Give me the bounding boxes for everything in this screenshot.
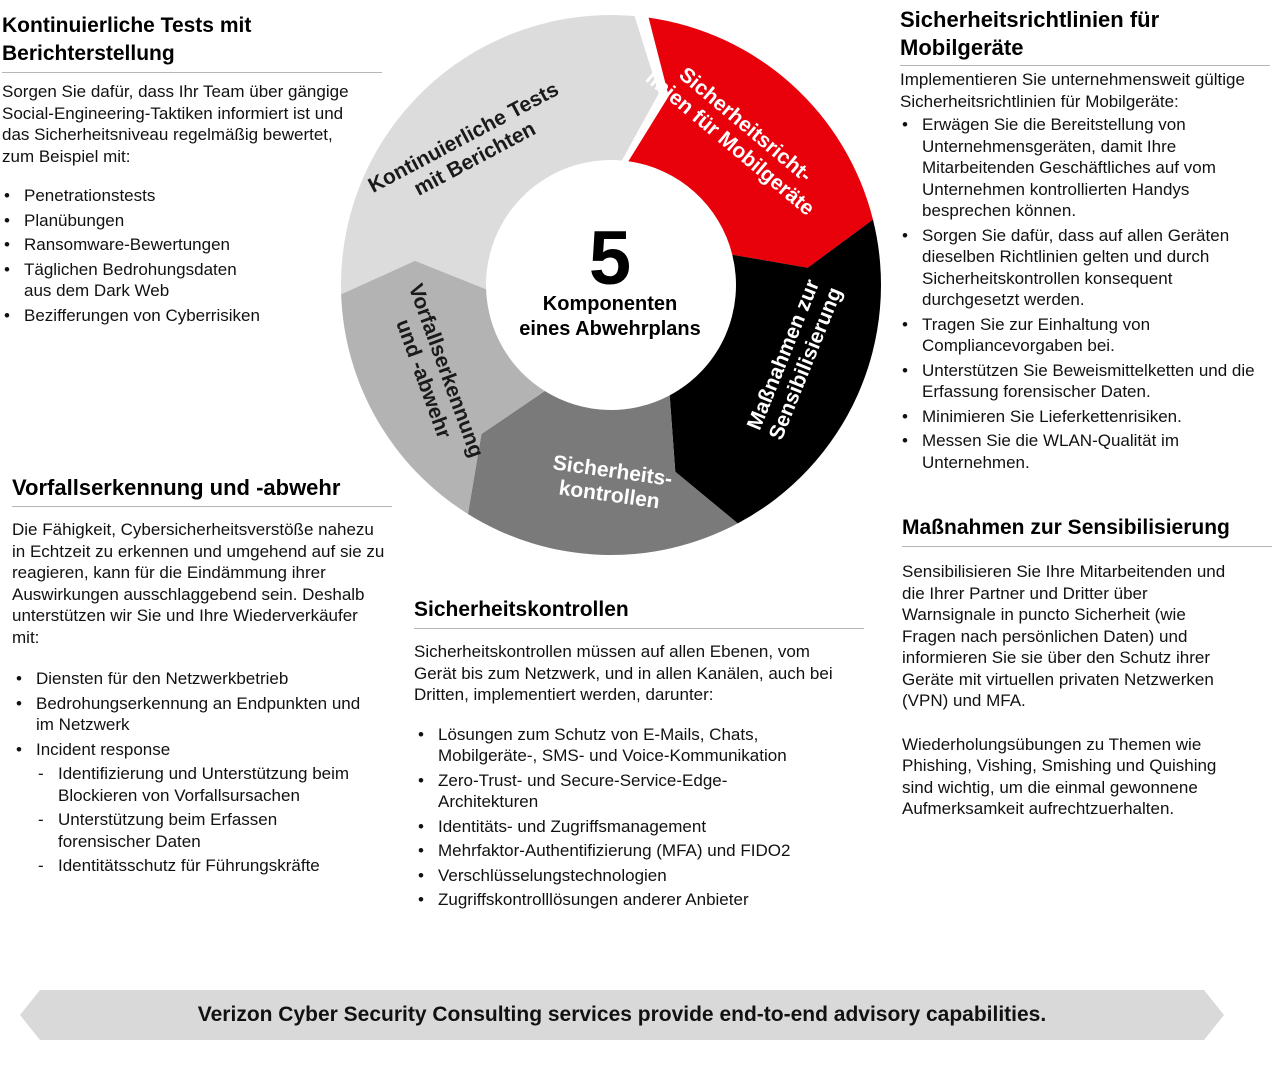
section-intro: Sicherheitskontrollen müssen auf allen E…: [414, 642, 833, 704]
section-title: Vorfallserkennung und -abwehr: [12, 475, 341, 500]
cycle-segment-aware: [669, 219, 882, 524]
center-label-line2: eines Abwehrplans: [519, 318, 701, 340]
list-subitem: Identifizierung und Unterstützung beim B…: [14, 763, 388, 806]
bottom-banner: Verizon Cyber Security Consulting servic…: [20, 990, 1224, 1040]
list-item: Minimieren Sie Lieferkettenrisiken.: [900, 406, 1270, 428]
section-mobile-security: Sicherheitsrichtlinien für Mobilgeräte I…: [900, 6, 1270, 476]
controls-list: Lösungen zum Schutz von E-Mails, Chats, …: [414, 724, 864, 911]
list-item: Incident response: [14, 739, 392, 761]
cycle-segment-controls: [467, 391, 738, 555]
divider: [902, 546, 1272, 547]
section-security-controls: Sicherheitskontrollen Sicherheitskontrol…: [414, 596, 864, 914]
list-item: Verschlüsselungstechnologien: [416, 865, 864, 887]
list-item: Zugriffskontrolllösungen anderer Anbiete…: [416, 889, 864, 911]
center-label-line1: Komponenten: [543, 293, 677, 315]
section-intro: Sorgen Sie dafür, dass Ihr Team über gän…: [2, 82, 349, 166]
list-item: Täglichen Bedrohungsdaten aus dem Dark W…: [2, 259, 264, 302]
section-title: Sicherheitskontrollen: [414, 598, 629, 621]
list-item: Bedrohungserkennung an Endpunkten und im…: [14, 693, 376, 736]
list-item: Sorgen Sie dafür, dass auf allen Geräten…: [900, 225, 1252, 311]
list-item: Ransomware-Bewertungen: [2, 234, 382, 256]
section-title: Maßnahmen zur Sensibilisierung: [902, 516, 1230, 539]
section-awareness: Maßnahmen zur Sensibilisierung Sensibili…: [902, 514, 1272, 820]
list-item: Mehrfaktor-Authentifizierung (MFA) und F…: [416, 840, 864, 862]
list-item: Identitäts- und Zugriffsmanagement: [416, 816, 864, 838]
section-title: Sicherheitsrichtlinien für Mobilgeräte: [900, 7, 1160, 60]
section-paragraph-1: Sensibilisieren Sie Ihre Mitarbeitenden …: [902, 562, 1226, 710]
list-subitem: Unterstützung beim Erfassen forensischer…: [14, 809, 318, 852]
section-intro: Die Fähigkeit, Cybersicherheitsverstöße …: [12, 520, 385, 647]
banner-arrow-shape: [20, 990, 1224, 1040]
incident-list: Diensten für den Netzwerkbetrieb Bedrohu…: [12, 668, 392, 877]
list-item: Diensten für den Netzwerkbetrieb: [14, 668, 392, 690]
cycle-segment-incident: [341, 260, 545, 514]
section-title: Kontinuierliche Tests mit Berichterstell…: [2, 14, 252, 65]
testing-list: Penetrationstests Planübungen Ransomware…: [2, 185, 382, 326]
divider: [414, 628, 864, 629]
list-item: Messen Sie die WLAN-Qualität im Unterneh…: [900, 430, 1222, 473]
cycle-segment-mobile: [628, 17, 873, 268]
list-item: Lösungen zum Schutz von E-Mails, Chats, …: [416, 724, 838, 767]
list-item: Tragen Sie zur Einhaltung von Compliance…: [900, 314, 1222, 357]
divider: [2, 72, 382, 73]
divider: [900, 65, 1270, 66]
list-item: Penetrationstests: [2, 185, 382, 207]
section-incident-response: Vorfallserkennung und -abwehr Die Fähigk…: [12, 474, 392, 880]
list-subitem: Identitätsschutz für Führungskräfte: [14, 855, 392, 877]
banner-text: Verizon Cyber Security Consulting servic…: [197, 1003, 1047, 1026]
section-continuous-testing: Kontinuierliche Tests mit Berichterstell…: [2, 12, 382, 329]
section-paragraph-2: Wiederholungsübungen zu Themen wie Phish…: [902, 734, 1217, 819]
divider: [12, 506, 392, 507]
list-item: Planübungen: [2, 210, 382, 232]
list-item: Erwägen Sie die Bereitstellung von Unter…: [900, 114, 1242, 222]
center-number: 5: [589, 216, 631, 301]
list-item: Bezifferungen von Cyberrisiken: [2, 305, 382, 327]
mobile-list: Erwägen Sie die Bereitstellung von Unter…: [900, 114, 1270, 473]
section-intro: Implementieren Sie unternehmensweit gült…: [900, 70, 1245, 111]
list-item: Zero-Trust- und Secure-Service-Edge-Arch…: [416, 770, 758, 813]
list-item: Unterstützen Sie Beweismittelketten und …: [900, 360, 1270, 403]
